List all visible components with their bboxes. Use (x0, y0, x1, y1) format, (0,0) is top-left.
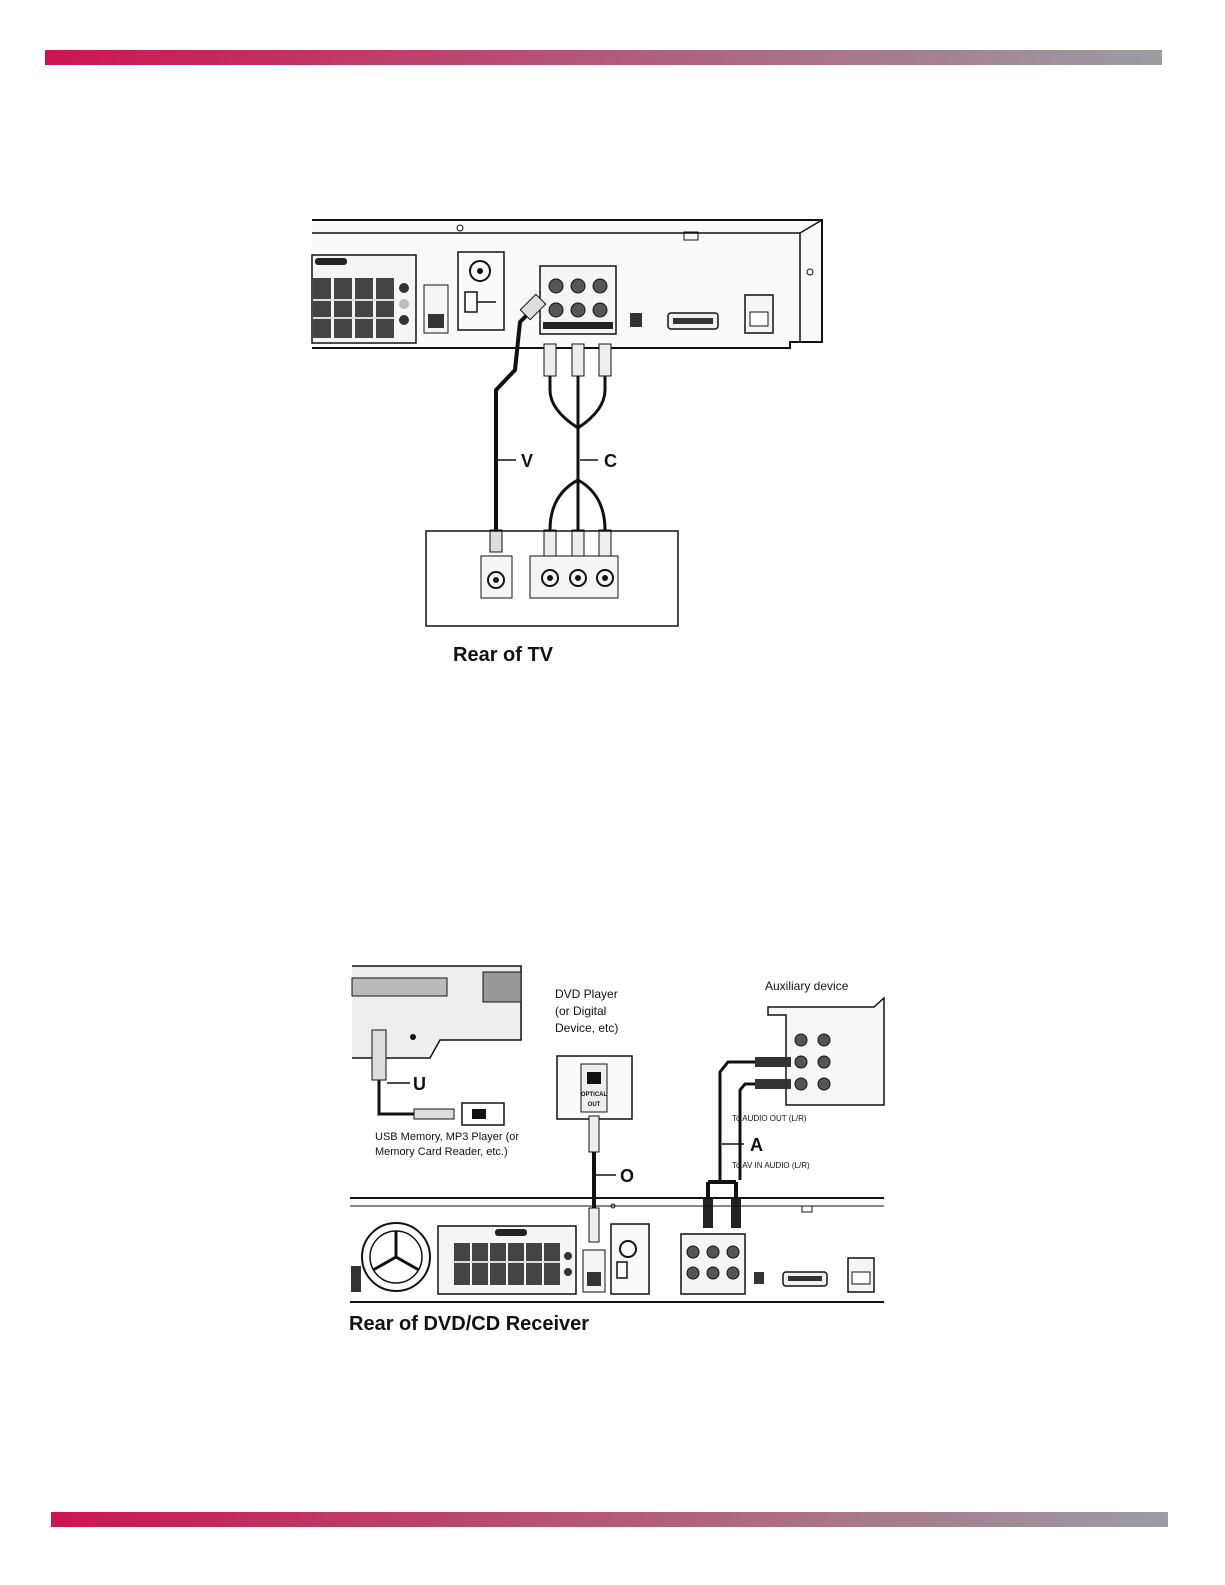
antenna-port-panel-top (458, 252, 504, 330)
optical-label-line2: OUT (588, 1102, 601, 1108)
label-a: A (750, 1135, 763, 1155)
label-u: U (413, 1074, 426, 1094)
usb-port-top (630, 313, 642, 327)
audio-cable-a (703, 1057, 791, 1228)
label-v: V (521, 451, 533, 471)
optical-label-line1: OPTICAL (581, 1092, 608, 1098)
hdmi-port-bottom (783, 1272, 827, 1286)
speaker-terminal-block-bottom (438, 1226, 576, 1294)
dvd-caption-line1: DVD Player (555, 987, 618, 1001)
usb-port-bottom (754, 1272, 764, 1284)
cooling-fan (351, 1223, 430, 1292)
dvd-optical-out-panel (557, 1056, 632, 1119)
hdmi-port-top (668, 313, 718, 329)
caption-rear-of-tv: Rear of TV (453, 644, 554, 666)
av-jack-panel-top (540, 266, 616, 334)
label-c: C (604, 451, 617, 471)
dvd-caption-line3: Device, etc) (555, 1021, 618, 1035)
component-cable-c (544, 344, 611, 558)
usb-caption-line2: Memory Card Reader, etc.) (375, 1146, 508, 1158)
to-audio-out-label: To AUDIO OUT (L/R) (732, 1114, 807, 1123)
to-av-in-label: To AV IN AUDIO (L/R) (732, 1161, 810, 1170)
power-port-bottom (848, 1258, 874, 1292)
antenna-port-panel-bottom (611, 1224, 649, 1294)
av-jack-panel-bottom (681, 1234, 745, 1294)
dvd-caption-line2: (or Digital (555, 1004, 606, 1018)
label-o: O (620, 1166, 634, 1186)
optical-cable-o (589, 1116, 599, 1242)
optical-in-port-bottom (583, 1250, 605, 1292)
footer-color-bar (51, 1512, 1168, 1527)
optical-in-port-top (424, 285, 448, 333)
usb-caption-line1: USB Memory, MP3 Player (or (375, 1131, 519, 1143)
power-port-top (745, 295, 773, 333)
aux-caption: Auxiliary device (765, 979, 849, 993)
caption-rear-of-receiver: Rear of DVD/CD Receiver (349, 1313, 589, 1335)
speaker-terminal-block (312, 255, 416, 343)
